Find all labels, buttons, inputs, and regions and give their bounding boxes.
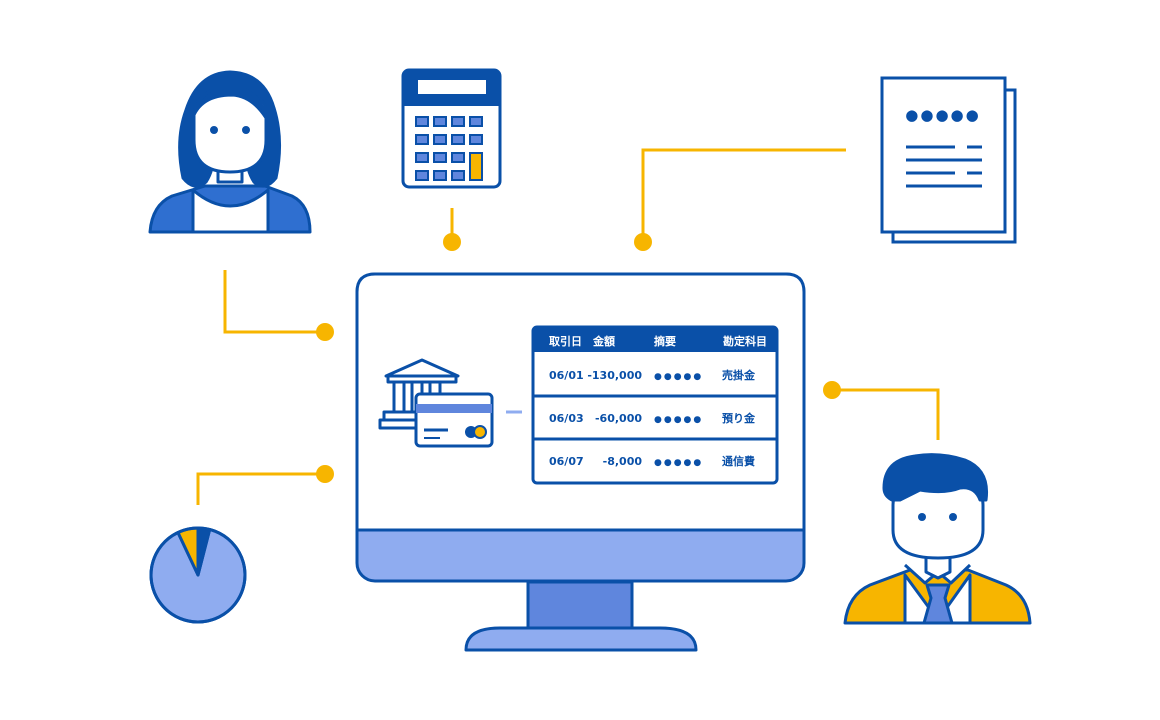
- calculator-key: [415, 116, 429, 127]
- row1-amount: -130,000: [587, 369, 642, 382]
- calculator-keys: [415, 116, 483, 181]
- woman-avatar-icon: [148, 70, 312, 234]
- ledger-header: 取引日 金額 摘要 勘定科目: [549, 334, 767, 348]
- row1-summary: ●●●●●: [654, 372, 703, 382]
- calculator-icon: [401, 68, 502, 189]
- calculator-key: [451, 134, 465, 145]
- ledger-rows: 06/01 -130,000 ●●●●● 売掛金 06/03 -60,000 ●…: [549, 368, 756, 468]
- calculator-key: [451, 116, 465, 127]
- row3-date: 06/07: [549, 455, 584, 468]
- row2-account: 預り金: [722, 411, 756, 425]
- row3-summary: ●●●●●: [654, 458, 703, 468]
- connectors: [196, 148, 940, 505]
- calculator-key: [451, 170, 465, 181]
- calculator-key: [433, 152, 447, 163]
- dot-document: [634, 233, 652, 251]
- row1-account: 売掛金: [722, 368, 756, 382]
- calculator-equals-key: [469, 152, 483, 181]
- calculator-key: [433, 116, 447, 127]
- calculator-key: [415, 134, 429, 145]
- man-avatar-icon: [843, 453, 1032, 625]
- row3-account: 通信費: [722, 454, 755, 468]
- row2-summary: ●●●●●: [654, 415, 703, 425]
- dot-woman: [316, 323, 334, 341]
- calculator-key: [451, 152, 465, 163]
- header-amount: 金額: [592, 334, 615, 348]
- credit-card-icon: [414, 392, 494, 448]
- calculator-key: [469, 116, 483, 127]
- header-date: 取引日: [549, 334, 582, 348]
- dot-calculator: [443, 233, 461, 251]
- document-icon: ●●●●●: [880, 76, 1017, 244]
- document-masked-text: ●●●●●: [905, 106, 980, 124]
- header-summary: 摘要: [654, 334, 676, 348]
- connector-document: [641, 148, 846, 242]
- connector-man: [832, 388, 940, 440]
- dot-man: [823, 381, 841, 399]
- pie-chart-icon: [149, 526, 247, 624]
- row1-date: 06/01: [549, 369, 584, 382]
- calculator-key: [469, 134, 483, 145]
- row2-date: 06/03: [549, 412, 584, 425]
- document-lines: [906, 145, 982, 188]
- calculator-key: [415, 170, 429, 181]
- header-account: 勘定科目: [723, 334, 767, 348]
- calculator-key: [415, 152, 429, 163]
- row3-amount: -8,000: [603, 455, 643, 468]
- calculator-key: [433, 170, 447, 181]
- row2-amount: -60,000: [595, 412, 642, 425]
- connector-pie: [196, 472, 325, 505]
- connector-woman: [223, 270, 325, 334]
- calculator-key: [433, 134, 447, 145]
- connector-dots: [316, 233, 841, 483]
- ledger-table: 取引日 金額 摘要 勘定科目 06/01 -130,000 ●●●●● 売掛金 …: [531, 325, 779, 485]
- dot-pie: [316, 465, 334, 483]
